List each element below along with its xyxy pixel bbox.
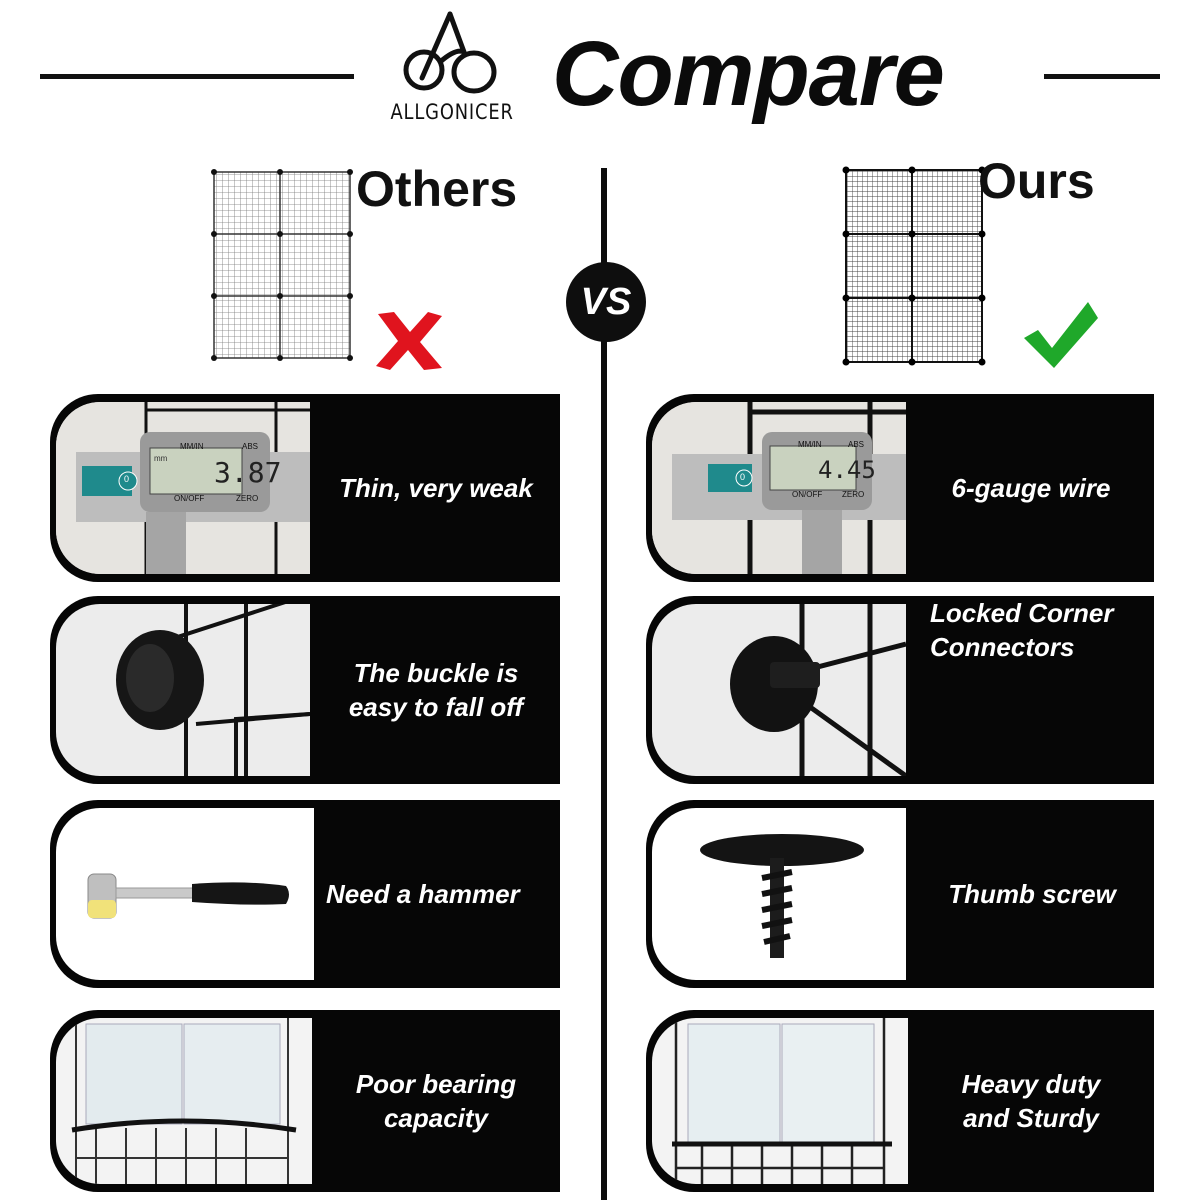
brand-logo-icon: [403, 11, 497, 94]
connector-illustration: [730, 604, 906, 776]
caliper-onoff-label: ON/OFF: [174, 494, 205, 503]
caliper-button-glyph: 0: [740, 472, 746, 482]
x-mark-icon: [376, 312, 442, 370]
feature-card-ours-wire: MM/IN ABS 4.45 ON/OFF ZERO 0 6-gauge wir…: [646, 394, 1154, 582]
caliper-mode-label: MM/IN: [180, 442, 204, 451]
feature-text-line-2: and Sturdy: [963, 1103, 1099, 1133]
caliper-abs-label: ABS: [848, 440, 865, 449]
caliper-zero-label: ZERO: [842, 490, 865, 499]
caliper-zero-label: ZERO: [236, 494, 259, 503]
feature-card-ours-tool: Thumb screw: [646, 800, 1154, 988]
feature-card-ours-connector: Locked Corner Connectors: [646, 596, 1154, 784]
thumb-screw-icon: [700, 834, 864, 958]
feature-card-others-connector: The buckle is easy to fall off: [50, 596, 560, 784]
header-rule-right: [1044, 74, 1160, 79]
hammer-icon: [87, 873, 289, 919]
ours-heading: Ours: [978, 153, 1095, 209]
feature-text-line-2: capacity: [383, 1103, 489, 1133]
caliper-illustration: [56, 402, 310, 574]
feature-text-ours-tool: Thumb screw: [948, 879, 1116, 909]
caliper-reading: 4.45: [818, 456, 876, 484]
center-divider: [601, 168, 607, 1200]
feature-text-line-2: easy to fall off: [348, 692, 524, 722]
others-heading: Others: [356, 161, 518, 217]
connector-photo-ours: [652, 604, 906, 776]
feature-text-line-2: Connectors: [930, 632, 1075, 662]
feature-text-line-1: The buckle is: [353, 658, 519, 688]
feature-card-others-tool: Need a hammer: [50, 800, 560, 988]
hammer-photo: [56, 808, 314, 980]
cube-shelf-image-ours: [842, 166, 986, 366]
caliper-photo-ours: MM/IN ABS 4.45 ON/OFF ZERO 0: [652, 402, 906, 574]
cube-shelf-image-others: [211, 169, 353, 361]
caliper-reading: 3.87: [214, 456, 282, 489]
feature-text-ours-connector: Locked Corner Connectors: [930, 596, 1154, 784]
caliper-abs-label: ABS: [242, 442, 259, 451]
bottles-photo-others: [56, 1018, 312, 1184]
feature-text-others-tool: Need a hammer: [326, 879, 520, 909]
feature-card-others-capacity: Poor bearing capacity: [50, 1010, 560, 1192]
caliper-onoff-label: ON/OFF: [792, 490, 823, 499]
bottles-photo-ours: [652, 1018, 908, 1184]
connector-photo-others: [56, 604, 310, 776]
feature-text-others-wire: Thin, very weak: [339, 473, 533, 503]
caliper-illustration: [652, 402, 906, 574]
feature-text-ours-capacity: Heavy duty and Sturdy: [908, 1010, 1154, 1192]
vs-badge: VS: [566, 262, 646, 342]
feature-card-others-wire: MM/IN ABS 3.87 mm ON/OFF ZERO 0 Thin, ve…: [50, 394, 560, 582]
feature-text-line-1: Poor bearing: [355, 1069, 517, 1099]
thumb-screw-photo: [652, 808, 906, 980]
page-title: Compare: [552, 23, 945, 125]
feature-text-others-capacity: Poor bearing capacity: [312, 1010, 560, 1192]
caliper-button-glyph: 0: [124, 474, 130, 484]
check-mark-icon: [1024, 302, 1098, 368]
brand-name: ALLGONICER: [390, 100, 514, 124]
feature-text-others-connector: The buckle is easy to fall off: [312, 596, 560, 784]
feature-card-ours-capacity: Heavy duty and Sturdy: [646, 1010, 1154, 1192]
connector-illustration: [116, 604, 310, 776]
caliper-unit-label: mm: [154, 454, 168, 463]
caliper-mode-label: MM/IN: [798, 440, 822, 449]
header-rule-left: [40, 74, 354, 79]
feature-text-line-1: Locked Corner: [930, 598, 1114, 628]
feature-text-line-1: Heavy duty: [961, 1069, 1101, 1099]
bottles-shelf-illustration: [71, 1018, 297, 1184]
bottles-shelf-illustration: [672, 1018, 892, 1184]
caliper-photo-others: MM/IN ABS 3.87 mm ON/OFF ZERO 0: [56, 402, 310, 574]
feature-text-ours-wire: 6-gauge wire: [951, 473, 1111, 503]
